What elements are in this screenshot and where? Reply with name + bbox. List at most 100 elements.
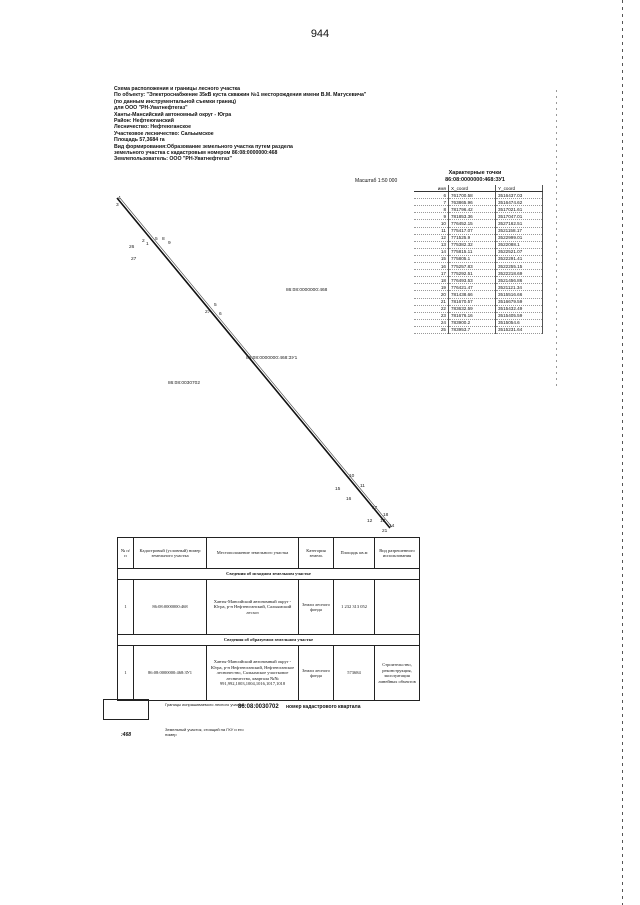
coords-cell: 3516437.03 (495, 191, 543, 200)
parcel-boundary-line (116, 197, 391, 529)
coords-cell: 776421.47 (448, 283, 496, 292)
coords-cell: 775292.51 (448, 269, 496, 278)
coords-col-y: Y_coord (495, 185, 543, 193)
point-label: 17 (372, 505, 378, 511)
coords-cell: 22 (414, 305, 449, 313)
row1-location: Ханты-Мансийский автономный округ - Югра… (206, 579, 299, 635)
coords-cell: 3521121.34 (495, 283, 543, 292)
coords-cell: 11 (414, 227, 449, 235)
point-label: 27 (131, 256, 137, 262)
coords-cell: 775382.32 (448, 241, 496, 249)
coords-cell: 781853.36 (448, 212, 496, 221)
header-line: Район: Нефтеюганский (114, 118, 174, 125)
coords-cell: 775417.07 (448, 227, 496, 235)
coords-header-row: имя X_coord Y_coord (414, 185, 543, 193)
coords-cell: 6 (414, 191, 449, 200)
row2-usage: Строительство, реконструкция, эксплуатац… (374, 645, 420, 701)
coords-cell: 3527162.51 (495, 219, 543, 228)
coords-cell: 3522291.41 (495, 255, 543, 264)
header-line: Площадь 57,3684 га (114, 137, 165, 144)
row-source: 1 86:08:0000000:468 Ханты-Мансийский авт… (117, 579, 420, 635)
coords-cell: 775805.1 (448, 255, 496, 264)
point-label: 26 (129, 244, 135, 250)
coords-cell: 8 (414, 205, 449, 214)
coords-cell: 781676.16 (448, 312, 496, 320)
row2-num: 1 (117, 645, 134, 701)
legend-parcel-code: :468 (121, 732, 132, 738)
coords-cell: 781438.66 (448, 290, 496, 299)
section-new-title: Сведения об образуемом земельном участке (117, 634, 420, 646)
point-label: 15 (335, 486, 341, 492)
section-source: Сведения об исходном земельном участке (117, 568, 420, 580)
header-line: (по данным инструментальной съемки грани… (114, 98, 236, 105)
parcel-boundary-line-2 (119, 197, 393, 528)
row1-usage (374, 579, 420, 635)
parcel-zu-label: 86:08:0000000:468:ЗУ1 (246, 355, 298, 361)
point-label: 4 (118, 195, 121, 201)
parcel-table: № п/п Кадастровый (условный) номер земел… (117, 537, 420, 701)
coords-cell: 3522521.07 (495, 248, 543, 256)
coords-cell: 3515432.49 (495, 305, 543, 313)
coords-cell: 3515054.6 (495, 319, 543, 327)
coords-cell: 10 (414, 219, 449, 228)
coords-cell: 13 (414, 241, 449, 249)
legend-boundary-swatch (103, 699, 149, 720)
coords-cell: 20 (414, 290, 449, 299)
coords-cell: 3522255.15 (495, 262, 543, 271)
point-label: 13 (380, 518, 386, 524)
row1-num: 1 (117, 579, 134, 635)
coords-cell: 775815.11 (448, 248, 496, 256)
coords-cell: 763865.96 (448, 198, 496, 207)
coords-cell: 18 (414, 276, 449, 285)
coords-cell: 3521456.86 (495, 276, 543, 285)
coords-cell: 23 (414, 312, 449, 320)
header-line: Схема расположения и границы лесного уча… (114, 86, 240, 92)
row2-category: Земли лесного фонда (298, 645, 334, 701)
row-new: 1 86:08:0000000:468:ЗУ1 Ханты-Мансийский… (117, 645, 420, 701)
coords-cell: 776452.15 (448, 219, 496, 228)
coords-cell: 776493.53 (448, 276, 496, 285)
header-line: для ООО "РН-Уватнефтегаз" (114, 105, 188, 112)
document-header: Схема расположения и границы лесного уча… (114, 86, 414, 163)
point-label: 9 (168, 240, 171, 246)
page-number: 944 (310, 28, 330, 40)
header-line: Участковое лесничество: Сальымское (114, 130, 214, 137)
coords-cell: 771525.9 (448, 234, 496, 242)
coords-cell: 3521158.17 (495, 227, 543, 235)
point-label: 1 (146, 241, 149, 247)
coords-cell: 3516679.59 (495, 298, 543, 306)
section-new: Сведения об образуемом земельном участке (117, 634, 420, 646)
coords-cell: 3516474.62 (495, 198, 543, 207)
parcel-map: 86:08:0000000:468 86:08:0000000:468:ЗУ1 … (116, 195, 395, 534)
quarter-label: 86:08:0030702 (168, 380, 200, 386)
coords-cell: 783953.7 (448, 326, 496, 334)
coords-title-line1: Характерные точки (448, 170, 502, 176)
header-line: Ханты-Мансийский автономный округ - Югра (114, 111, 232, 118)
th-num: № п/п (117, 537, 134, 569)
row2-cadastral: 86:08:0000000:468:ЗУ1 (133, 645, 207, 701)
header-line: По объекту: "Электроснабжение 35кВ куста… (114, 92, 367, 99)
header-line: Землепользователь: ООО "РН-Уватнефтегаз" (114, 156, 232, 163)
coords-cell: 21 (414, 298, 449, 306)
point-label: 18 (383, 512, 389, 518)
coords-title: Характерные точки 86:08:0000000:468:ЗУ1 (400, 170, 550, 183)
point-label: 5 (214, 302, 217, 308)
coords-cell: 3522999.01 (495, 234, 543, 242)
legend-boundary-text: Границы испрашиваемого лесного участка (165, 702, 245, 707)
th-cadastral: Кадастровый (условный) номер земельного … (133, 537, 207, 569)
coords-cell: 783900.2 (448, 319, 496, 327)
parcel-table-header: № п/п Кадастровый (условный) номер земел… (117, 537, 420, 569)
